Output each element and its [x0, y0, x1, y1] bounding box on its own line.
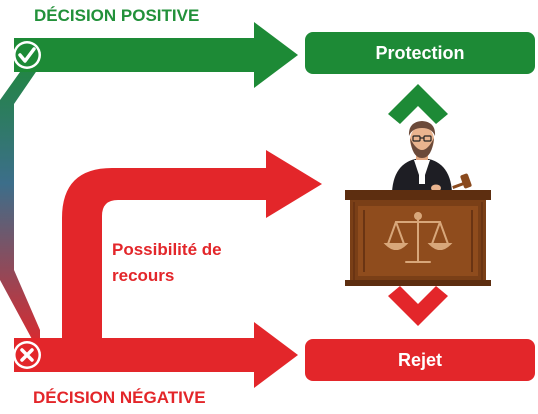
positive-decision-label: DÉCISION POSITIVE	[34, 6, 200, 25]
recours-label: Possibilité de recours	[112, 240, 222, 285]
positive-arrow	[14, 22, 298, 88]
rejet-label: Rejet	[397, 349, 442, 370]
protection-box: Protection	[305, 32, 535, 74]
protection-label: Protection	[375, 42, 465, 63]
rejet-box: Rejet	[305, 339, 535, 381]
scales-icon	[383, 212, 453, 263]
negative-decision-label: DÉCISION NÉGATIVE	[33, 388, 206, 407]
check-icon	[13, 41, 41, 69]
chevron-down-icon	[388, 286, 448, 326]
left-connector	[0, 44, 40, 354]
gavel-icon	[452, 173, 472, 189]
chevron-up-icon	[388, 84, 448, 124]
judge-icon	[392, 121, 452, 192]
cross-icon	[13, 341, 41, 369]
negative-arrow	[14, 322, 298, 388]
